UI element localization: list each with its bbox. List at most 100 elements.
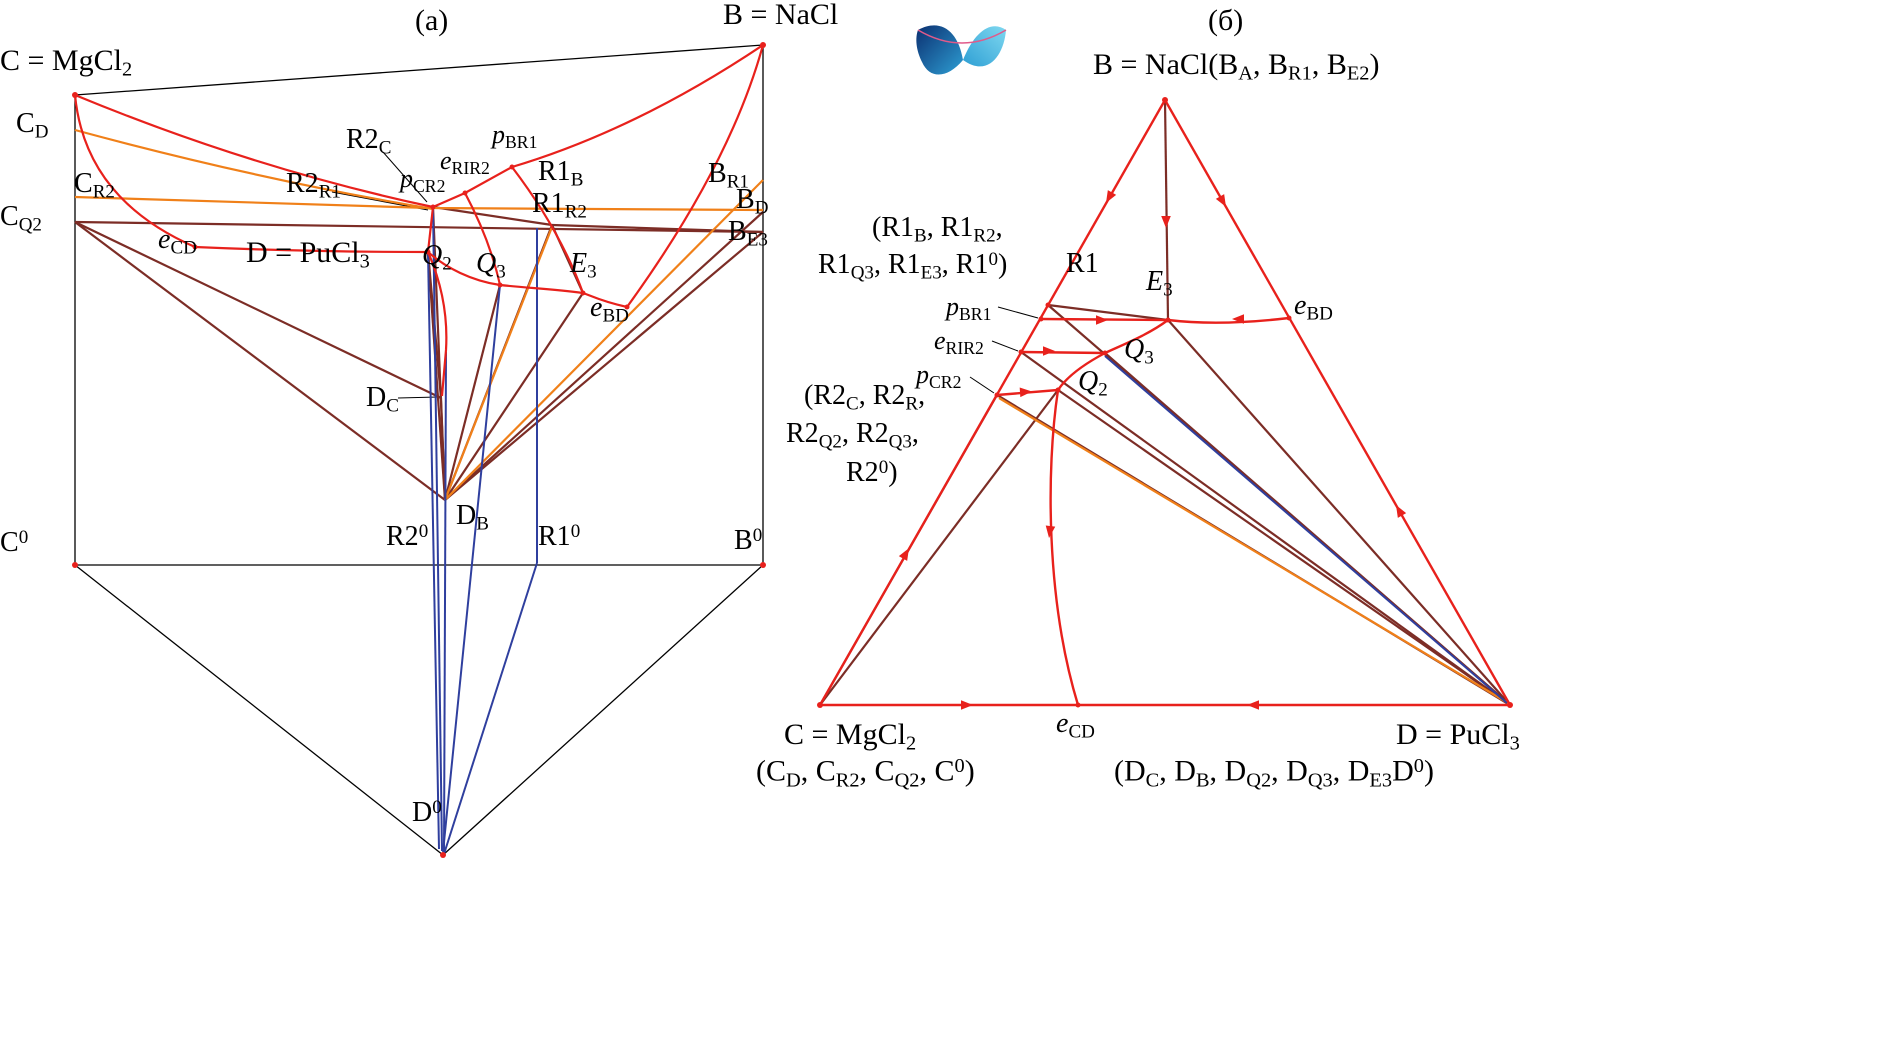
a-proj-r1-to-d0 [443, 562, 538, 855]
arrow-pbr1-e3 [1096, 315, 1108, 325]
b-edge-bc [818, 99, 1167, 706]
b-point-ecd [1075, 702, 1081, 708]
a-mono-pbr1-e3 [511, 166, 585, 294]
a-point-e3 [580, 290, 586, 296]
a-liq-ecd-q2 [194, 245, 429, 254]
panel-a-black-frame [74, 44, 764, 856]
panel-b-maroon-lines [819, 99, 1511, 706]
panel-b-blue-lines [1104, 355, 1508, 704]
a-tie-cq2-db [74, 221, 446, 501]
b-blue-q3-d [1104, 355, 1508, 704]
arrow-c-ecd [961, 700, 973, 710]
a-proj-q3 [442, 284, 501, 853]
b-join-d-erir2 [1020, 351, 1511, 706]
a-tie-r2-r1 [432, 205, 553, 227]
panel-a-leader-lines [331, 151, 439, 399]
icon-left-wing [916, 25, 963, 75]
panel-b-direction-arrows [898, 190, 1407, 710]
arrow-ebd-e3 [1232, 314, 1244, 324]
a-point-q3 [497, 282, 503, 288]
b-join-c-q2 [819, 389, 1059, 706]
a-point-ecd [192, 244, 198, 250]
a-point-b [760, 42, 766, 48]
b-join-d-e3 [1167, 319, 1511, 706]
a-orange-db-br1 [444, 179, 764, 501]
a-point-d0 [440, 852, 446, 858]
a-liq-c-ecd [73, 94, 196, 249]
b-join-b-e3 [1163, 99, 1170, 321]
b-point-q3 [1102, 350, 1108, 356]
panel-a-red-curves [73, 44, 765, 397]
a-liq-b-pbr1 [511, 44, 764, 169]
a-proj-dc [443, 351, 447, 853]
saddle-surface-icon [916, 25, 1007, 75]
leader-pbr1-b [997, 306, 1039, 319]
arrow-d-ecd [1247, 700, 1259, 710]
a-proj-pcr2 [432, 206, 443, 852]
arrow-q2-ecd [1045, 525, 1056, 538]
a-mono-erir2-q3 [464, 192, 502, 286]
a-tie-cq2-be3 [74, 220, 764, 234]
a-tie-db-e3 [444, 292, 584, 501]
a-point-c0 [72, 562, 78, 568]
arrow-d-ebd [1396, 505, 1407, 518]
panel-b-orange-lines [998, 397, 1509, 704]
a-point-q2 [425, 249, 431, 255]
b-point-r1 [1045, 302, 1051, 308]
a-point-c [72, 92, 78, 98]
a-tie-db-q3 [443, 284, 502, 501]
b-point-b [1162, 97, 1168, 103]
a-point-b0 [760, 562, 766, 568]
arrow-pcr2-q2 [1019, 387, 1032, 398]
a-mono-ebd-e3-q3-q2 [427, 251, 628, 309]
arrow-b-pbr1 [1106, 190, 1117, 203]
b-point-c [817, 702, 823, 708]
a-base-right [442, 564, 764, 856]
a-point-pbr1 [509, 164, 515, 170]
b-point-ebd [1286, 315, 1292, 321]
a-proj-q2 [427, 251, 440, 850]
icon-ridge-curve [917, 29, 1007, 44]
b-mono-e3-ebd [1167, 316, 1290, 324]
panel-b-leader-lines [969, 306, 1039, 394]
panel-a-point-markers [72, 42, 766, 858]
a-tie-db-be3 [444, 231, 764, 501]
b-orange-pcr2-d [998, 397, 1509, 704]
a-tie-r1-be3 [551, 223, 764, 234]
a-liq-b-ebd [626, 44, 765, 308]
a-edge-top [74, 44, 764, 96]
a-orange-db-r1r2 [443, 226, 554, 501]
b-point-d [1507, 702, 1513, 708]
b-join-r1-e3 [1047, 303, 1169, 322]
leader-dc [397, 396, 439, 399]
a-base-left [74, 564, 444, 856]
b-edge-bd [1163, 99, 1512, 706]
a-tie-db-bd [444, 211, 764, 501]
b-point-q2 [1055, 387, 1061, 393]
b-mono-e3-q3 [1104, 319, 1169, 355]
leader-pcr2-b [969, 376, 995, 394]
arrow-b-ebd [1215, 194, 1226, 207]
arrow-erir2-q3 [1043, 346, 1055, 356]
a-point-ebd [624, 304, 630, 310]
arrow-b-e3 [1161, 216, 1171, 228]
b-join-d-q2 [1057, 389, 1511, 706]
b-point-e3 [1165, 317, 1171, 323]
b-mono-q2-ecd [1049, 389, 1080, 706]
b-point-erir2 [1018, 349, 1024, 355]
a-mono-pcr2-q2 [426, 206, 435, 253]
leader-erir2-b [991, 340, 1019, 352]
panel-a-maroon-lines [74, 205, 764, 501]
a-mono-q2-dc [426, 251, 448, 397]
b-point-pcr2 [994, 392, 1000, 398]
leader-r2c [382, 151, 428, 203]
a-liq-pbr1-erir2-pcr2 [432, 166, 513, 209]
a-point-erir2 [462, 190, 468, 196]
icon-right-wing [963, 26, 1006, 67]
a-point-pcr2 [430, 204, 436, 210]
a-tie-dc-db [439, 397, 447, 501]
arrow-c-pcr2 [898, 548, 909, 561]
b-mono-q3-q2 [1057, 351, 1106, 391]
